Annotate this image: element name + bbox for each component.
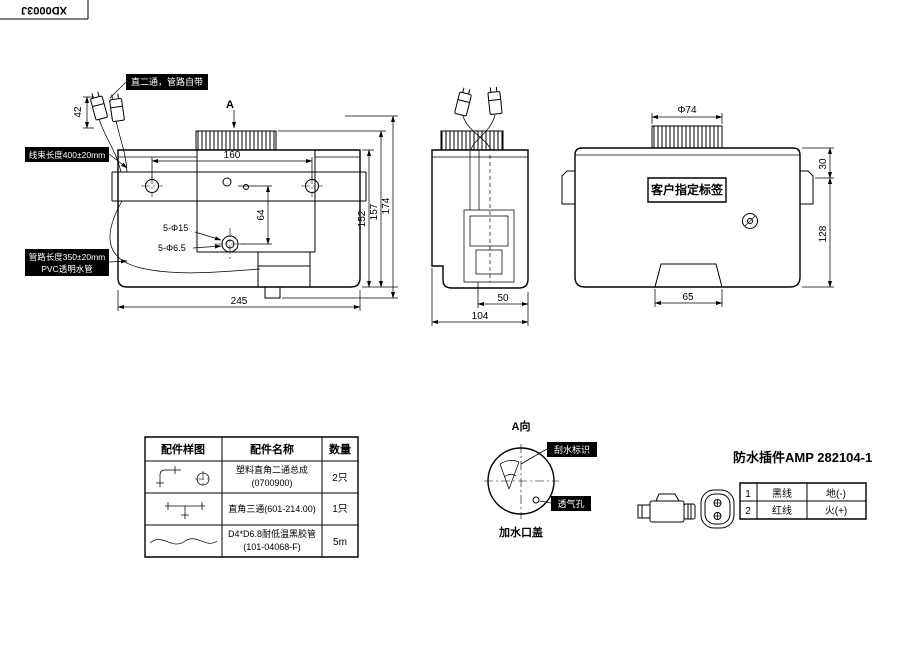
- tank-outline-front: [118, 150, 360, 287]
- part-name: 直角三通(601-214.00): [228, 503, 316, 514]
- harness-callout: 线束长度400±20mm: [25, 147, 128, 169]
- mounting-ear-right: [800, 171, 813, 204]
- dim-128: 128: [818, 225, 829, 242]
- pvc-pipe: [110, 201, 260, 273]
- mounting-panel: [197, 150, 315, 260]
- pipe-callout-line1: 管路长度350±20mm: [29, 252, 105, 262]
- hole-note-small: 5-Φ6.5: [158, 243, 186, 253]
- pipe-callout: 管路长度350±20mm PVC透明水管: [25, 249, 128, 276]
- dim-160: 160: [224, 150, 241, 161]
- mounting-bracket: [112, 172, 366, 201]
- customer-label-box: 客户指定标签: [648, 178, 726, 202]
- dim-157: 157: [369, 203, 380, 220]
- col-header-sample: 配件样图: [161, 442, 205, 456]
- rear-view: 客户指定标签 Φ74 30 128 65: [562, 105, 834, 307]
- connector-title: 防水插件AMP 282104-1: [733, 450, 872, 465]
- dim-104: 104: [472, 311, 489, 322]
- connector-plug-icon: [88, 90, 109, 121]
- view-a-marker: A: [226, 99, 237, 129]
- table-row: 直角三通(601-214.00) 1只: [165, 502, 348, 519]
- tank-outline-rear: [575, 148, 800, 287]
- parts-table: 配件样图 配件名称 数量 塑料直角二通总成 (0700900) 2只: [145, 437, 358, 557]
- dim-50: 50: [497, 293, 509, 304]
- fitting-callout-label: 直二通，管路自带: [131, 76, 203, 87]
- vent-callout: 透气孔: [540, 496, 591, 511]
- filler-cap-front: [196, 131, 276, 150]
- pin-wire: 红线: [772, 504, 792, 517]
- dim-65: 65: [682, 292, 694, 303]
- wiper-callout: 刮水标识: [521, 442, 597, 464]
- sump-trapezoid: [655, 264, 722, 287]
- dim-30: 30: [818, 158, 829, 170]
- side-dimensions: 50 104: [431, 268, 529, 326]
- part-name: D4*D6.8耐低温黑胶管: [228, 528, 316, 539]
- table-row: 塑料直角二通总成 (0700900) 2只: [156, 464, 348, 488]
- pin-number: 2: [745, 506, 751, 517]
- part-qty: 5m: [333, 537, 347, 548]
- dim-42: 42: [73, 106, 84, 118]
- pump-front: [258, 252, 310, 298]
- wire-1: [463, 116, 491, 150]
- col-header-name: 配件名称: [250, 442, 294, 456]
- part-qty: 2只: [332, 473, 348, 484]
- view-a-title: A向: [512, 419, 531, 433]
- pin-polarity: 火(+): [825, 505, 848, 517]
- pin-number: 1: [745, 489, 751, 500]
- harness-callout-label: 线束长度400±20mm: [29, 150, 105, 160]
- title-block: XD0003J: [0, 0, 88, 19]
- table-row: D4*D6.8耐低温黑胶管 (101-04068-F) 5m: [150, 528, 347, 552]
- internal-pump-assembly: [464, 150, 514, 282]
- hose-icon: [150, 539, 217, 544]
- fitting-callout: 直二通，管路自带: [110, 74, 208, 98]
- hole-note-large: 5-Φ15: [163, 223, 188, 233]
- wire-2: [471, 115, 495, 150]
- dim-152: 152: [357, 210, 368, 227]
- dim-phi74: Φ74: [677, 105, 697, 116]
- connector-plug-icon: [486, 85, 503, 116]
- part-code: (0700900): [251, 478, 292, 488]
- part-qty: 1只: [332, 504, 348, 515]
- part-name: 塑料直角二通总成: [236, 464, 308, 475]
- wiper-symbol-icon: [500, 460, 519, 489]
- front-dimensions: 42 160 64 152 157 174 245 5-Φ15: [73, 96, 398, 311]
- col-header-qty: 数量: [329, 442, 351, 456]
- connector-face-view-icon: [701, 490, 734, 528]
- tee-fitting-icon: [165, 502, 205, 519]
- rear-dimensions: Φ74 30 128 65: [651, 105, 834, 307]
- front-view: 直二通，管路自带 线束长度400±20mm 管路长度350±20mm PVC透明…: [25, 74, 398, 311]
- pin-polarity: 地(-): [826, 487, 846, 500]
- pin-wire: 黑线: [772, 487, 792, 500]
- elbow-fitting-icon: [156, 466, 211, 487]
- part-code: (101-04068-F): [243, 542, 301, 552]
- pinout-table: 1 黑线 地(-) 2 红线 火(+): [740, 483, 866, 519]
- drain-screw: [743, 214, 758, 229]
- mounting-ear-left: [562, 171, 575, 204]
- connector-side-view-icon: [638, 494, 695, 522]
- filler-cap-rear: [652, 126, 722, 148]
- drawing-number: XD0003J: [21, 4, 67, 16]
- wiper-callout-label: 刮水标识: [554, 444, 590, 455]
- vent-callout-label: 透气孔: [557, 498, 584, 509]
- dim-64: 64: [256, 209, 267, 221]
- connector-spec: 防水插件AMP 282104-1 1 黑线 地(: [638, 450, 872, 528]
- view-a: A向 刮水标识 透气孔 加水口盖: [484, 419, 597, 539]
- view-a-letter: A: [226, 99, 234, 111]
- dim-245: 245: [231, 296, 248, 307]
- cap-caption: 加水口盖: [498, 525, 543, 539]
- vent-hole: [533, 497, 539, 503]
- wire-1: [99, 119, 121, 172]
- customer-label-text: 客户指定标签: [650, 182, 724, 197]
- connector-plug-icon: [108, 92, 125, 123]
- pipe-callout-line2: PVC透明水管: [41, 264, 92, 274]
- dim-174: 174: [381, 197, 392, 214]
- tank-outline-side: [432, 150, 528, 288]
- connector-plug-icon: [454, 86, 474, 117]
- side-view: 50 104: [431, 85, 529, 326]
